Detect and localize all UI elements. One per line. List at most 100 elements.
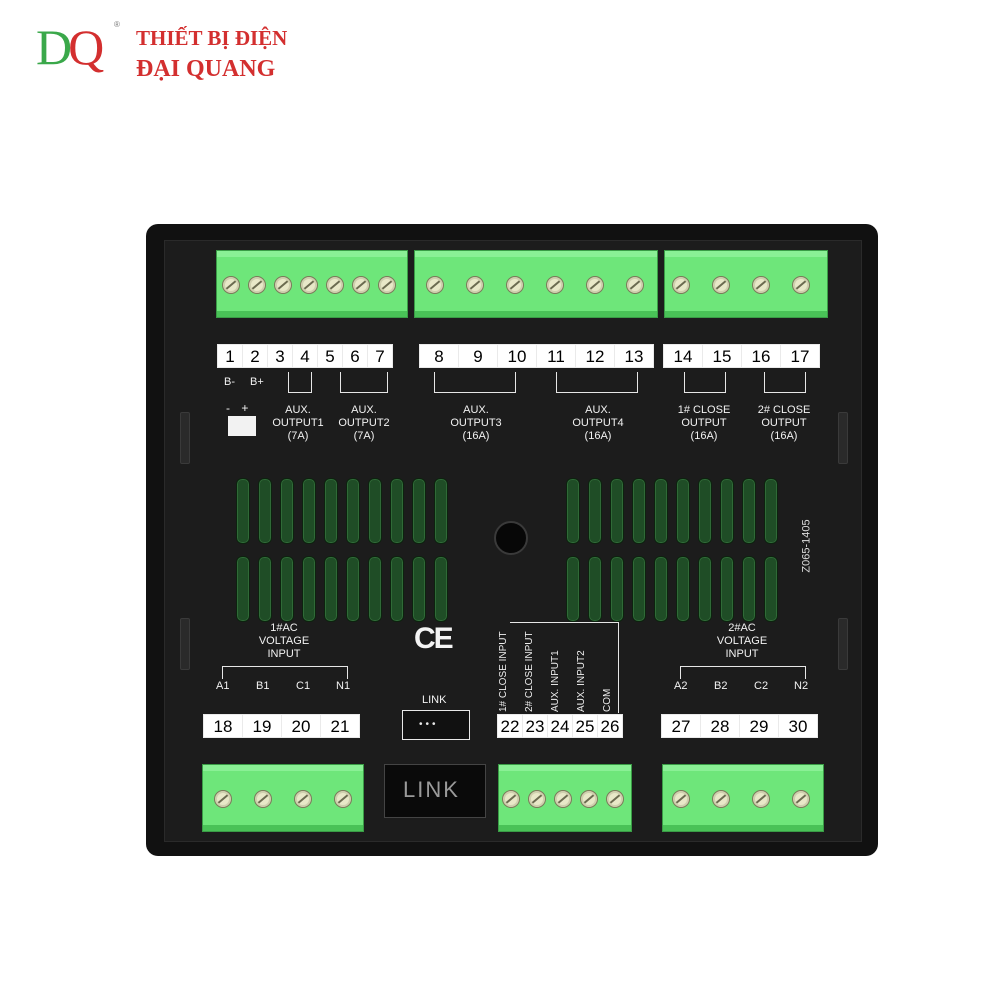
terminal-screw bbox=[528, 790, 546, 808]
terminal-screw bbox=[352, 276, 370, 294]
battery-icon: - + bbox=[226, 401, 253, 415]
vent-slot bbox=[368, 478, 382, 544]
model-number: Z065-1405 bbox=[800, 519, 813, 573]
terminal-number: 9 bbox=[458, 344, 498, 368]
vent-slot bbox=[258, 556, 272, 622]
terminal-numbers-1-7: 1 2 3 4 5 6 7 bbox=[217, 344, 393, 368]
terminal-screw bbox=[248, 276, 266, 294]
vent-slot bbox=[654, 478, 668, 544]
terminal-number: 29 bbox=[739, 714, 779, 738]
label-b-plus: B+ bbox=[250, 376, 264, 388]
link-port[interactable]: ••• bbox=[402, 710, 470, 740]
vent-slot bbox=[676, 556, 690, 622]
label-in23: 2# CLOSE INPUT bbox=[524, 631, 535, 712]
terminal-screw bbox=[300, 276, 318, 294]
label-in26: COM bbox=[602, 688, 613, 712]
label-ac1-input: 1#AC VOLTAGE INPUT bbox=[258, 622, 310, 660]
logo-mark: DQ bbox=[36, 19, 104, 75]
terminal-number: 11 bbox=[536, 344, 576, 368]
logo-mark-d: D bbox=[36, 19, 72, 75]
brand-logo: DQ ® THIẾT BỊ ĐIỆN ĐẠI QUANG bbox=[30, 18, 330, 98]
label-aux-output4: AUX. OUTPUT4 (16A) bbox=[572, 404, 624, 442]
terminal-numbers-8-13: 8 9 10 11 12 13 bbox=[419, 344, 654, 368]
relay-wire bbox=[684, 372, 726, 393]
terminal-screw bbox=[294, 790, 312, 808]
terminal-number: 16 bbox=[741, 344, 781, 368]
label-ac2-input: 2#AC VOLTAGE INPUT bbox=[716, 622, 768, 660]
vent-slot bbox=[390, 478, 404, 544]
terminal-screw bbox=[254, 790, 272, 808]
terminal-number: 13 bbox=[614, 344, 654, 368]
label-aux-output1: AUX. OUTPUT1 (7A) bbox=[272, 404, 324, 442]
vent-slot bbox=[236, 478, 250, 544]
vent-slot bbox=[346, 478, 360, 544]
label-c1: C1 bbox=[296, 680, 311, 692]
terminal-number: 5 bbox=[317, 344, 343, 368]
battery-body bbox=[228, 416, 256, 436]
terminal-screw bbox=[606, 790, 624, 808]
link-port-pins: ••• bbox=[419, 719, 439, 730]
vent-slot bbox=[280, 556, 294, 622]
terminal-number: 6 bbox=[342, 344, 368, 368]
terminal-number: 30 bbox=[778, 714, 818, 738]
vent-slot bbox=[632, 478, 646, 544]
vent-slot bbox=[566, 478, 580, 544]
terminal-numbers-27-30: 27 28 29 30 bbox=[661, 714, 818, 738]
input-wire bbox=[510, 622, 619, 713]
terminal-number: 3 bbox=[267, 344, 293, 368]
terminal-screw bbox=[426, 276, 444, 294]
label-n1: N1 bbox=[336, 680, 351, 692]
terminal-screw bbox=[274, 276, 292, 294]
terminal-screw bbox=[334, 790, 352, 808]
terminal-numbers-22-26: 22 23 24 25 26 bbox=[497, 714, 623, 738]
logo-line1: THIẾT BỊ ĐIỆN bbox=[136, 26, 288, 50]
terminal-screw bbox=[752, 276, 770, 294]
terminal-screw bbox=[214, 790, 232, 808]
terminal-screw bbox=[792, 790, 810, 808]
terminal-number: 22 bbox=[497, 714, 523, 738]
terminal-number: 27 bbox=[661, 714, 701, 738]
vent-slot bbox=[764, 556, 778, 622]
terminal-screw bbox=[554, 790, 572, 808]
side-clip bbox=[180, 412, 190, 464]
vent-slot bbox=[742, 478, 756, 544]
terminal-screw bbox=[506, 276, 524, 294]
vent-slot bbox=[390, 556, 404, 622]
relay-wire bbox=[556, 372, 638, 393]
ce-mark: CE bbox=[414, 622, 454, 655]
terminal-number: 24 bbox=[547, 714, 573, 738]
vent-slot bbox=[368, 556, 382, 622]
terminal-screw bbox=[326, 276, 344, 294]
logo-mark-q: Q bbox=[68, 19, 104, 75]
terminal-number: 21 bbox=[320, 714, 360, 738]
vent-slot bbox=[324, 556, 338, 622]
terminal-number: 14 bbox=[663, 344, 703, 368]
label-a1: A1 bbox=[216, 680, 230, 692]
vent-slot bbox=[610, 478, 624, 544]
terminal-block-top-2 bbox=[414, 250, 658, 318]
relay-wire bbox=[340, 372, 388, 393]
label-in24: AUX. INPUT1 bbox=[550, 650, 561, 712]
terminal-number: 10 bbox=[497, 344, 537, 368]
terminal-number: 26 bbox=[597, 714, 623, 738]
terminal-number: 17 bbox=[780, 344, 820, 368]
link-plate-label: LINK bbox=[403, 777, 460, 802]
vent-slot bbox=[280, 478, 294, 544]
vent-slot bbox=[654, 556, 668, 622]
vent-slot bbox=[632, 556, 646, 622]
terminal-number: 23 bbox=[522, 714, 548, 738]
side-clip bbox=[838, 618, 848, 670]
terminal-screw bbox=[752, 790, 770, 808]
label-close-output2: 2# CLOSE OUTPUT (16A) bbox=[757, 404, 811, 442]
terminal-number: 7 bbox=[367, 344, 393, 368]
terminal-screw bbox=[546, 276, 564, 294]
label-aux-output3: AUX. OUTPUT3 (16A) bbox=[450, 404, 502, 442]
terminal-number: 1 bbox=[217, 344, 243, 368]
label-c2: C2 bbox=[754, 680, 769, 692]
terminal-screw bbox=[586, 276, 604, 294]
relay-wire bbox=[288, 372, 312, 393]
relay-wire bbox=[764, 372, 806, 393]
relay-wire bbox=[434, 372, 516, 393]
vent-slot bbox=[698, 478, 712, 544]
vent-slot bbox=[588, 556, 602, 622]
